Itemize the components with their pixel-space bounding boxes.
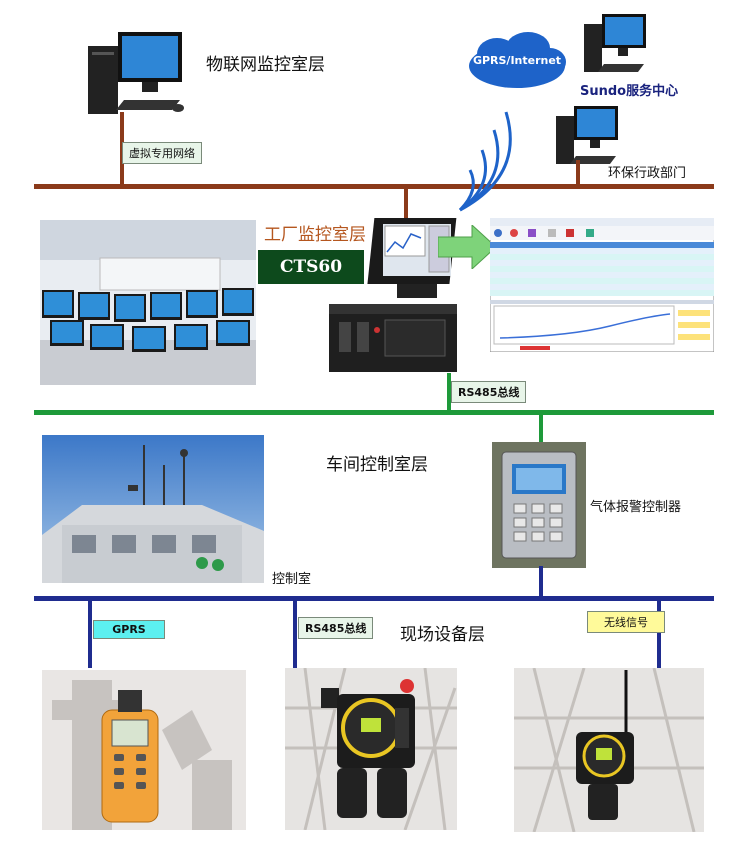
gas-controller-downlink-line (539, 566, 543, 598)
wireless-drop-line (657, 598, 661, 668)
control-room-building-photo (42, 435, 264, 583)
rs485-factory-line (447, 373, 451, 413)
cts60-badge: CTS60 (258, 250, 364, 284)
gas-alarm-controller-photo (492, 442, 586, 568)
desktop-computer-icon (556, 106, 618, 164)
field-bus-line (34, 596, 714, 601)
env-link-line (576, 160, 580, 187)
sundo-label: Sundo服务中心 (580, 84, 679, 99)
control-room-photo (40, 220, 256, 385)
gprs-cloud-icon (469, 32, 566, 88)
rs485-bus-line (34, 410, 714, 415)
vpn-tag: 虚拟专用网络 (122, 142, 202, 164)
factory-uplink-line (404, 186, 408, 241)
desktop-computer-icon (88, 32, 184, 114)
layer-title-workshop: 车间控制室层 (326, 455, 428, 475)
handheld-gas-detector-photo (42, 670, 246, 830)
layer-title-field: 现场设备层 (400, 625, 485, 645)
fixed-gas-detector-photo (285, 668, 457, 830)
layer-title-iot: 物联网监控室层 (206, 55, 325, 75)
gprs-tag: GPRS (93, 620, 165, 639)
gprs-cloud-label: GPRS/Internet (472, 54, 562, 67)
gprs-drop-line (88, 598, 92, 668)
gas-controller-label: 气体报警控制器 (590, 500, 682, 515)
internet-bus-line (34, 184, 714, 189)
desktop-computer-icon (584, 14, 646, 72)
wireless-tag: 无线信号 (587, 611, 665, 633)
monitoring-software-screenshot (490, 218, 714, 352)
rs485-field-tag: RS485总线 (298, 617, 374, 639)
arrow-right-icon (438, 225, 497, 269)
control-room-label: 控制室 (272, 572, 312, 587)
layer-title-factory: 工厂监控室层 (264, 225, 366, 245)
wireless-signal-icon (458, 111, 512, 212)
gas-controller-uplink-line (539, 412, 543, 444)
rs485-top-tag: RS485总线 (451, 381, 527, 403)
wireless-gas-detector-photo (514, 668, 704, 832)
env-label: 环保行政部门 (608, 166, 687, 181)
rs485-field-drop-line (293, 598, 297, 668)
